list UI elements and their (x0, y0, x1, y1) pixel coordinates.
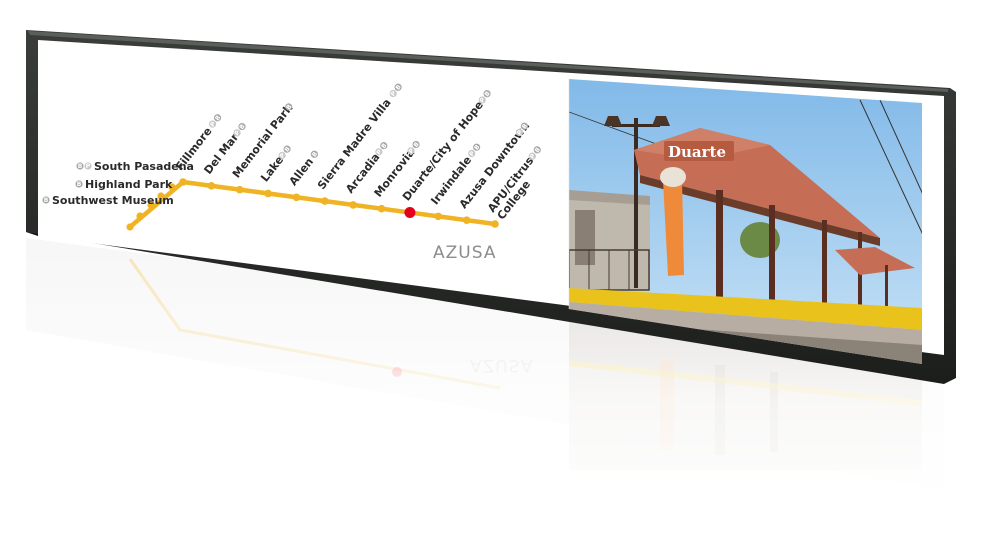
stop-dot (434, 212, 443, 221)
stop-markers (126, 178, 499, 231)
station-photo: Duarte (569, 79, 922, 364)
svg-text:P: P (516, 129, 525, 137)
station-badge-b: B (42, 196, 50, 204)
svg-text:P: P (233, 129, 242, 137)
station-badge-b: B (394, 83, 403, 91)
station-badge-b: B (283, 145, 292, 153)
svg-text:P: P (529, 152, 538, 160)
station-badge-p: P (478, 96, 488, 104)
terminus-label: AZUSA (433, 243, 496, 263)
station-badge-b: B (380, 142, 389, 150)
stop-dot (321, 197, 329, 205)
station-label: Southwest Museum (52, 194, 174, 207)
station-badge-b: B (534, 146, 543, 154)
stop-dot (126, 223, 134, 231)
svg-text:B: B (473, 143, 482, 151)
svg-text:P: P (479, 96, 488, 104)
stop-dot (264, 189, 272, 198)
stop-dot (491, 220, 499, 228)
station-badge-p: P (389, 90, 399, 98)
svg-text:P: P (279, 151, 288, 159)
station-badge-p: P (515, 129, 525, 137)
station-badge-b: B (311, 150, 320, 158)
stop-dot (292, 193, 301, 202)
svg-text:B: B (380, 142, 389, 150)
station-badge-p: P (528, 152, 538, 160)
stop-dot (168, 183, 176, 191)
svg-text:B: B (394, 83, 403, 91)
station-badge-p: P (208, 120, 218, 128)
station-label: Highland Park (85, 178, 173, 191)
stop-dot (462, 216, 471, 224)
station-badge-b: B (238, 123, 247, 131)
svg-text:B: B (311, 150, 320, 158)
station-badge-p: P (375, 148, 384, 156)
svg-text:P: P (468, 150, 477, 158)
svg-text:B: B (483, 90, 492, 98)
stop-dot (157, 192, 165, 200)
stop-dot (136, 212, 144, 220)
stop-dot (179, 178, 187, 186)
svg-text:B: B (77, 181, 82, 188)
stop-dot (235, 185, 244, 194)
svg-text:B: B (534, 146, 543, 154)
svg-text:B: B (521, 122, 530, 130)
station-badge-p: P (468, 150, 477, 158)
svg-text:B: B (78, 163, 83, 170)
station-badge-b: B (473, 143, 482, 151)
station-sign-text: Duarte (668, 143, 726, 161)
current-stop-dot (404, 207, 416, 219)
svg-text:B: B (44, 197, 49, 204)
stop-dot (377, 204, 386, 213)
station-badge-b: B (214, 114, 223, 122)
svg-text:B: B (285, 103, 294, 111)
svg-text:P: P (375, 148, 384, 156)
station-badge-b: B (412, 141, 421, 149)
station-badge-b: B (76, 162, 84, 170)
station-badge-b: B (483, 90, 492, 98)
svg-text:P: P (408, 147, 417, 155)
stop-dot (349, 201, 357, 209)
svg-text:B: B (283, 145, 292, 153)
svg-text:P: P (209, 120, 218, 128)
svg-text:B: B (412, 141, 421, 149)
station-badge-p: P (233, 129, 242, 137)
station-badge-b: B (521, 122, 530, 130)
stop-dot (147, 201, 155, 209)
svg-text:P: P (390, 90, 399, 98)
station-badge-b: B (75, 180, 83, 188)
station-badge-p: P (407, 147, 417, 155)
station-label: South Pasadena (94, 160, 194, 173)
station-badge-b: B (285, 103, 294, 111)
svg-text:P: P (86, 163, 91, 170)
station-badge-p: P (278, 151, 288, 160)
svg-text:B: B (238, 123, 247, 131)
svg-text:B: B (214, 114, 223, 122)
stop-dot (207, 182, 216, 190)
station-badge-p: P (84, 162, 92, 170)
